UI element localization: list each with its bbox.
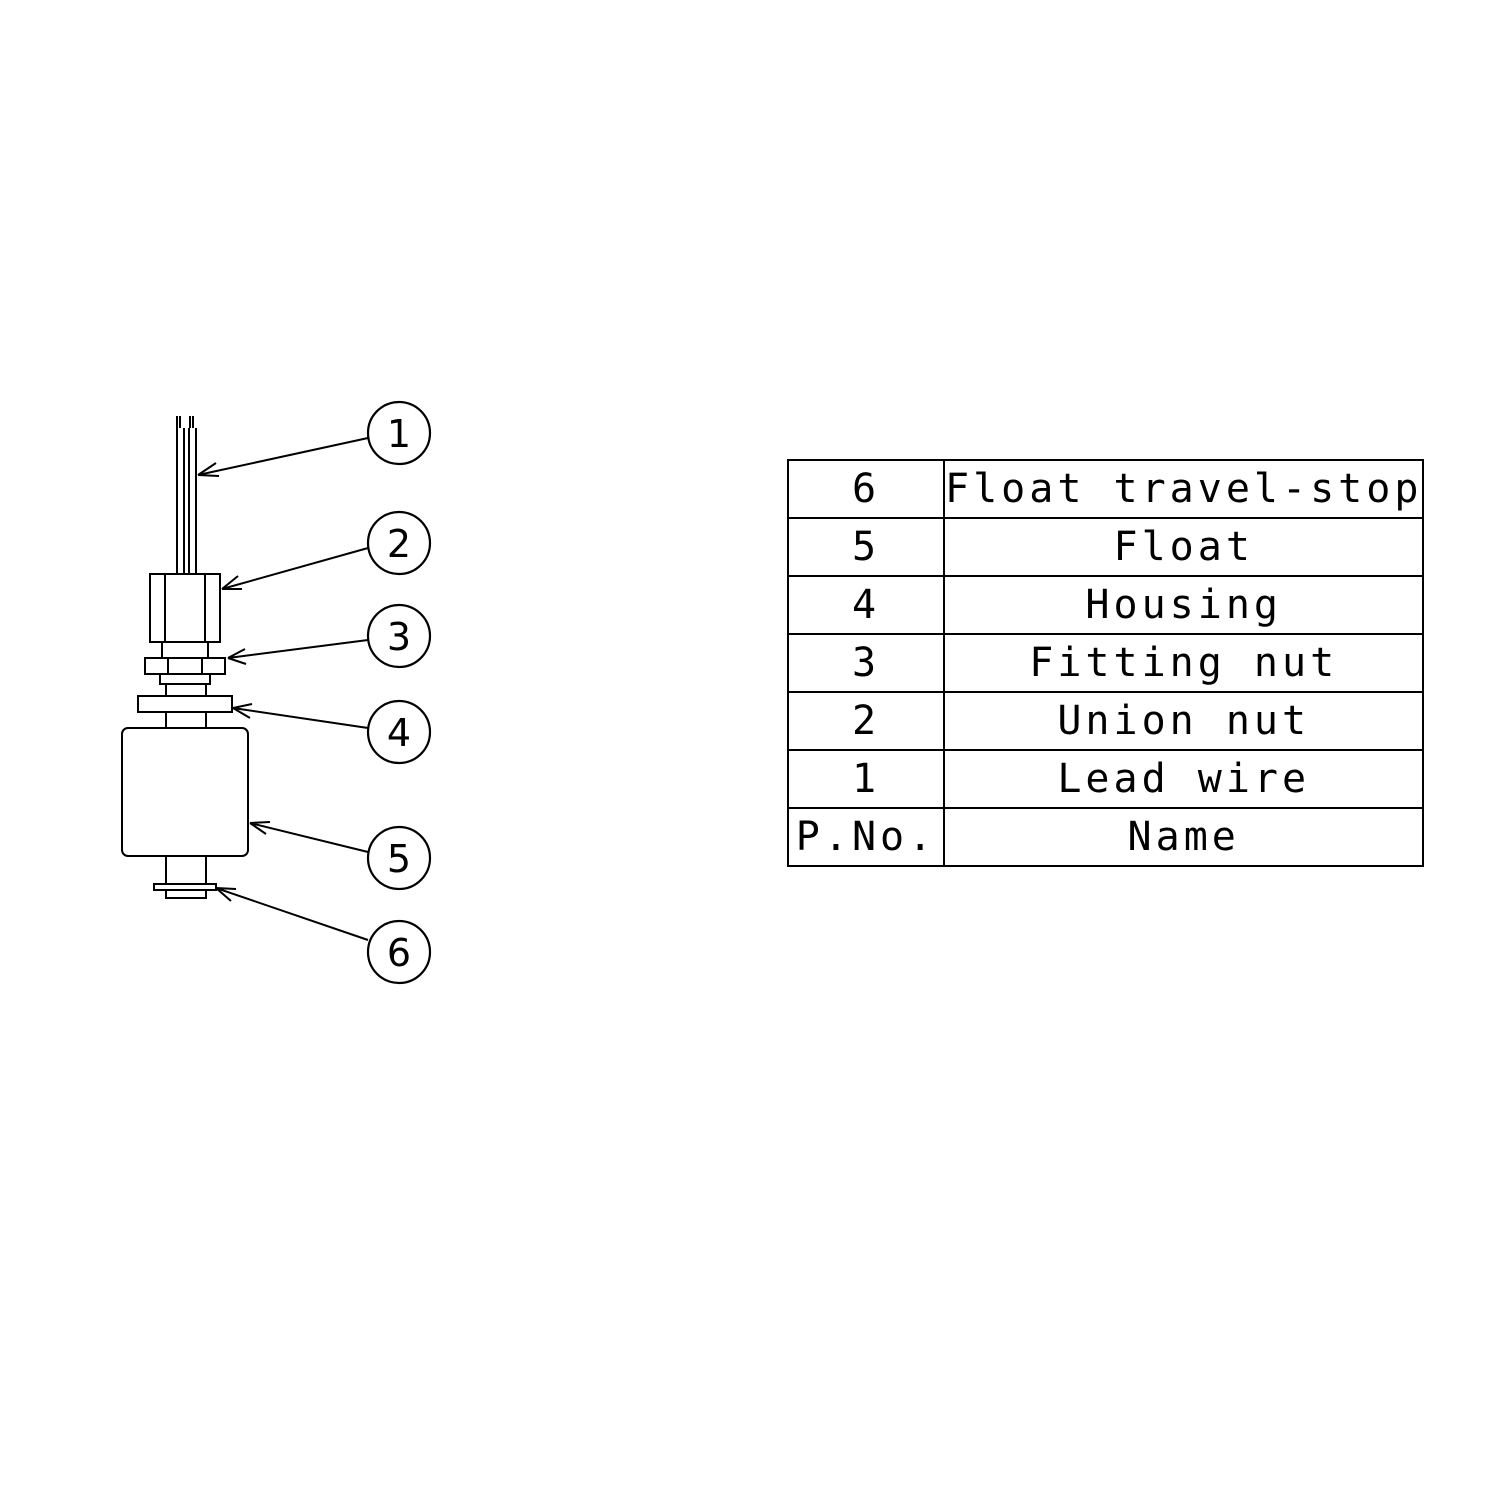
part-name-cell: Housing bbox=[942, 575, 1425, 635]
part-number-cell: 1 bbox=[787, 749, 945, 809]
leader-2 bbox=[221, 547, 369, 590]
callout-number-6: 6 bbox=[387, 931, 411, 975]
leader-4 bbox=[232, 703, 369, 729]
lead-wire bbox=[176, 416, 197, 574]
table-row: 1 Lead wire bbox=[787, 749, 1425, 809]
part-number-cell: 2 bbox=[787, 691, 945, 751]
leader-lines bbox=[197, 437, 369, 941]
parts-list-table: 6 Float travel-stop 5 Float 4 Housing 3 … bbox=[787, 459, 1425, 867]
part-name-cell: Lead wire bbox=[942, 749, 1425, 809]
callout-circle-2 bbox=[366, 510, 432, 576]
header-part-number: P.No. bbox=[787, 807, 945, 867]
part-name-cell: Float travel-stop bbox=[942, 459, 1425, 519]
callout-number-3: 3 bbox=[387, 615, 411, 659]
callout-circle-4 bbox=[366, 699, 432, 765]
callout-balloons bbox=[366, 400, 432, 985]
union-nut bbox=[149, 573, 221, 643]
table-row: 2 Union nut bbox=[787, 691, 1425, 751]
callout-number-2: 2 bbox=[387, 522, 411, 566]
table-row: 5 Float bbox=[787, 517, 1425, 577]
leader-3 bbox=[227, 639, 369, 665]
table-row: 3 Fitting nut bbox=[787, 633, 1425, 693]
leader-5 bbox=[249, 821, 369, 853]
part-number-cell: 4 bbox=[787, 575, 945, 635]
callout-number-4: 4 bbox=[387, 711, 411, 755]
table-row: 6 Float travel-stop bbox=[787, 459, 1425, 519]
leader-6 bbox=[215, 887, 369, 941]
fitting-nut bbox=[144, 657, 226, 675]
header-name: Name bbox=[942, 807, 1425, 867]
table-header-row: P.No. Name bbox=[787, 807, 1425, 867]
part-number-cell: 6 bbox=[787, 459, 945, 519]
part-number-cell: 5 bbox=[787, 517, 945, 577]
callout-number-1: 1 bbox=[387, 412, 411, 456]
callout-circle-6 bbox=[366, 919, 432, 985]
table-row: 4 Housing bbox=[787, 575, 1425, 635]
housing bbox=[137, 695, 233, 729]
part-name-cell: Union nut bbox=[942, 691, 1425, 751]
callout-circle-3 bbox=[366, 603, 432, 669]
callout-number-5: 5 bbox=[387, 837, 411, 881]
leader-1 bbox=[197, 437, 369, 477]
float-travel-stop bbox=[153, 855, 217, 899]
part-name-cell: Float bbox=[942, 517, 1425, 577]
callout-circle-1 bbox=[366, 400, 432, 466]
float bbox=[121, 727, 249, 857]
part-number-cell: 3 bbox=[787, 633, 945, 693]
part-name-cell: Fitting nut bbox=[942, 633, 1425, 693]
callout-circle-5 bbox=[366, 825, 432, 891]
